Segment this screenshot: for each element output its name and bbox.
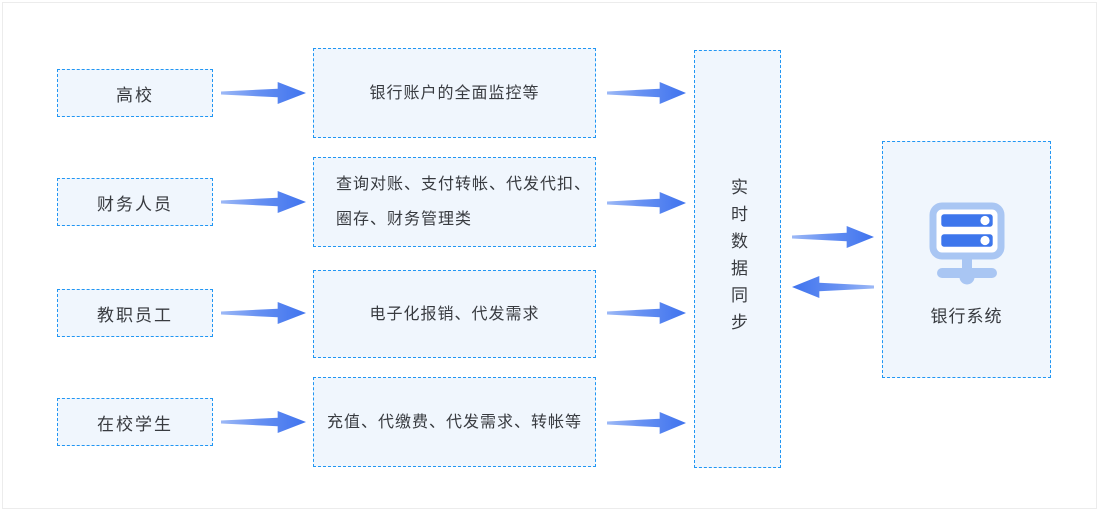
service-reimbursement-text: 电子化报销、代发需求 xyxy=(369,305,540,323)
realtime-sync-label: 实时数据同步 xyxy=(728,178,747,340)
server-icon xyxy=(929,202,1004,285)
node-university: 高校 xyxy=(57,69,213,117)
node-bank-system: 银行系统 xyxy=(882,141,1051,378)
arrow-bank-to-sync xyxy=(792,275,874,299)
node-students: 在校学生 xyxy=(57,398,213,446)
service-finance-text-line2: 圈存、财务管理类 xyxy=(336,211,473,228)
arrow-reimbursement-to-sync xyxy=(607,301,686,325)
arrow-faculty-to-reimbursement xyxy=(221,301,306,325)
arrow-students-to-recharge xyxy=(221,410,306,434)
node-students-label: 在校学生 xyxy=(97,414,173,434)
node-service-recharge: 充值、代缴费、代发需求、转帐等 xyxy=(313,377,596,467)
node-university-label: 高校 xyxy=(116,85,154,105)
node-service-finance: 查询对账、支付转帐、代发代扣、 圈存、财务管理类 xyxy=(313,157,596,247)
arrow-monitoring-to-sync xyxy=(607,81,686,105)
service-monitoring-text: 银行账户的全面监控等 xyxy=(369,84,540,102)
node-faculty-staff: 教职员工 xyxy=(57,289,213,337)
node-realtime-sync: 实时数据同步 xyxy=(694,50,781,468)
node-finance-staff-label: 财务人员 xyxy=(97,194,173,214)
arrow-university-to-monitoring xyxy=(221,81,306,105)
arrow-sync-to-bank xyxy=(792,225,874,249)
bank-system-label: 银行系统 xyxy=(930,307,1003,326)
node-finance-staff: 财务人员 xyxy=(57,178,213,226)
node-service-reimbursement: 电子化报销、代发需求 xyxy=(313,270,596,358)
node-service-monitoring: 银行账户的全面监控等 xyxy=(313,48,596,138)
arrow-recharge-to-sync xyxy=(607,411,686,435)
service-recharge-text: 充值、代缴费、代发需求、转帐等 xyxy=(326,413,582,431)
node-faculty-staff-label: 教职员工 xyxy=(97,305,173,325)
arrow-finance-staff-to-services xyxy=(221,190,306,214)
service-finance-text-line1: 查询对账、支付转帐、代发代扣、 xyxy=(336,176,592,193)
arrow-services-to-sync xyxy=(607,191,686,215)
